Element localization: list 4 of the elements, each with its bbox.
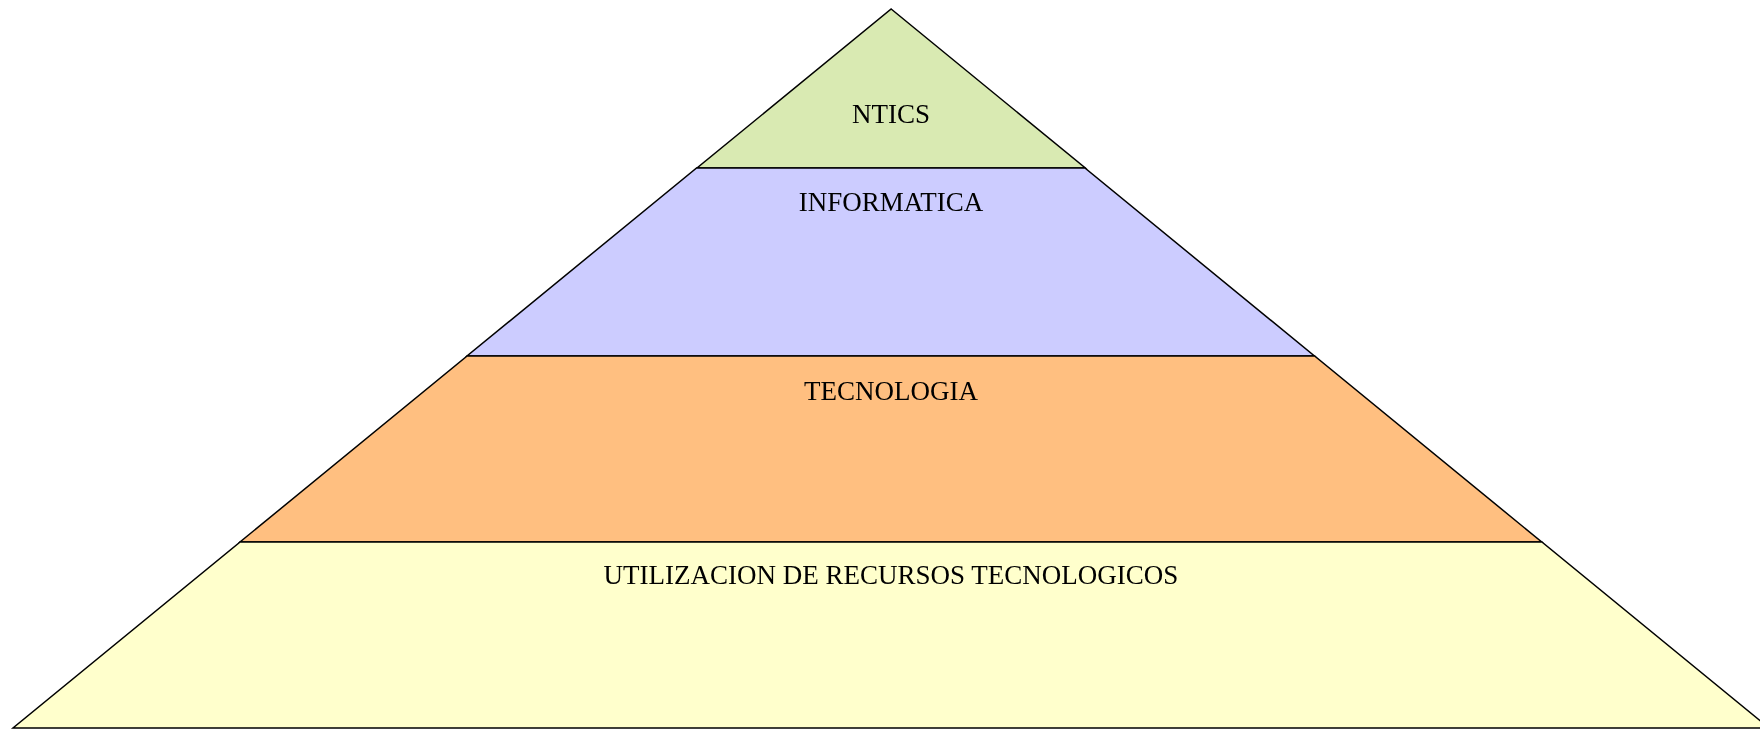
layer-label: TECNOLOGIA [804,376,978,407]
layer-label: UTILIZACION DE RECURSOS TECNOLOGICOS [603,560,1179,591]
layer-label: INFORMATICA [798,187,984,218]
layer-label: NTICS [852,99,930,130]
